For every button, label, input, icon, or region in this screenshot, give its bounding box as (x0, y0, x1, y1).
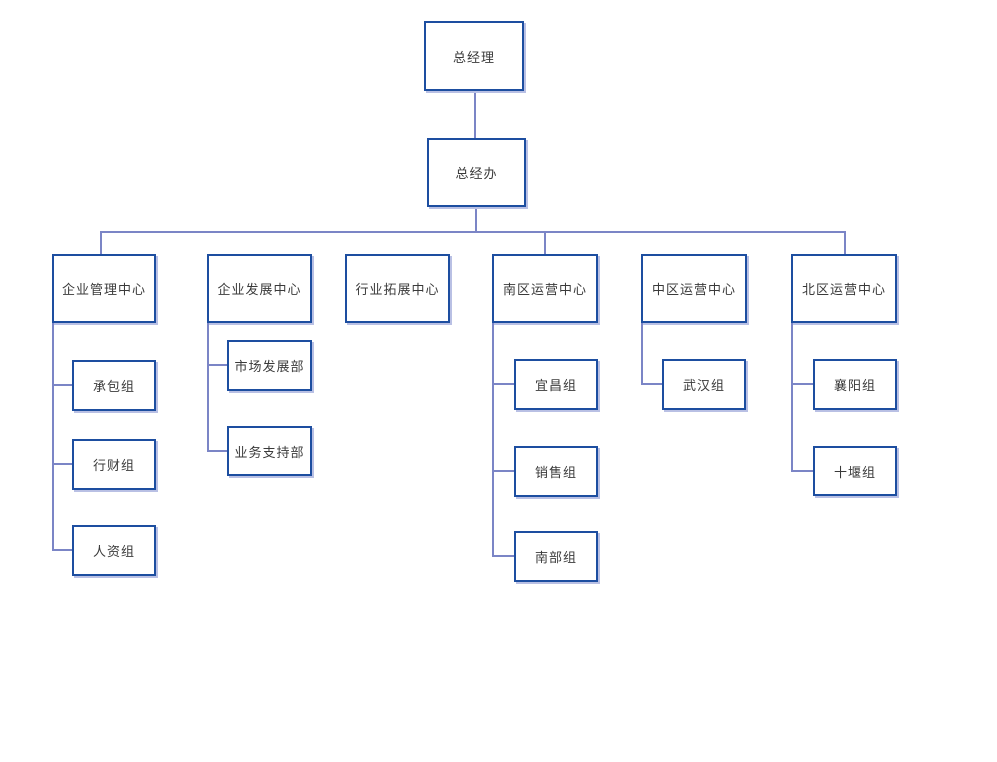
connector-stub-6-1 (791, 383, 813, 385)
connector-trunk-center-2 (207, 323, 209, 452)
connector-trunk-center-4 (492, 323, 494, 557)
org-node-center-5[interactable]: 中区运营中心 (641, 254, 747, 323)
connector-stub-1-3 (52, 549, 72, 551)
connector-drop-center-1 (100, 231, 102, 255)
org-node-child-4-1[interactable]: 宜昌组 (514, 359, 598, 410)
org-node-label: 襄阳组 (833, 379, 876, 394)
org-node-center-2[interactable]: 企业发展中心 (207, 254, 312, 323)
org-node-child-6-1[interactable]: 襄阳组 (813, 359, 897, 410)
org-node-center-4[interactable]: 南区运营中心 (492, 254, 598, 323)
org-node-root[interactable]: 总经理 (424, 21, 524, 91)
org-node-child-1-1[interactable]: 承包组 (72, 360, 156, 411)
org-node-label: 业务支持部 (234, 445, 305, 461)
org-node-child-1-3[interactable]: 人资组 (72, 525, 156, 576)
connector-office-to-bus (475, 207, 477, 233)
connector-bus (100, 231, 846, 233)
connector-drop-center-4 (544, 231, 546, 255)
org-node-label: 武汉组 (682, 379, 725, 394)
org-node-label: 销售组 (534, 466, 577, 481)
org-node-center-1[interactable]: 企业管理中心 (52, 254, 156, 323)
connector-stub-6-2 (791, 470, 813, 472)
connector-trunk-center-5 (641, 323, 643, 385)
connector-trunk-center-1 (52, 323, 54, 551)
connector-stub-4-3 (492, 555, 514, 557)
org-node-label: 北区运营中心 (801, 283, 886, 298)
org-node-label: 行业拓展中心 (355, 283, 440, 298)
connector-stub-2-2 (207, 450, 227, 452)
org-node-label: 企业发展中心 (217, 283, 302, 298)
org-node-office[interactable]: 总经办 (427, 138, 526, 207)
connector-stub-4-1 (492, 383, 514, 385)
org-node-child-5-1[interactable]: 武汉组 (662, 359, 746, 410)
org-node-label: 行财组 (92, 459, 135, 474)
org-node-child-6-2[interactable]: 十堰组 (813, 446, 897, 496)
org-node-child-2-2[interactable]: 业务支持部 (227, 426, 312, 476)
org-node-label: 总经理 (452, 50, 495, 66)
org-node-child-4-3[interactable]: 南部组 (514, 531, 598, 582)
connector-root-to-office (474, 91, 476, 138)
org-node-label: 宜昌组 (534, 379, 577, 394)
org-node-label: 市场发展部 (234, 360, 305, 375)
org-node-center-3[interactable]: 行业拓展中心 (345, 254, 450, 323)
org-node-center-6[interactable]: 北区运营中心 (791, 254, 897, 323)
connector-drop-center-6 (844, 231, 846, 255)
org-node-label: 南区运营中心 (502, 283, 587, 298)
org-node-label: 十堰组 (833, 465, 876, 481)
connector-trunk-center-6 (791, 323, 793, 472)
connector-stub-2-1 (207, 364, 227, 366)
connector-stub-1-2 (52, 463, 72, 465)
org-node-label: 企业管理中心 (61, 283, 146, 298)
connector-stub-1-1 (52, 384, 72, 386)
org-node-child-2-1[interactable]: 市场发展部 (227, 340, 312, 391)
org-node-label: 承包组 (92, 380, 135, 395)
org-node-label: 人资组 (92, 545, 135, 560)
connector-stub-5-1 (641, 383, 662, 385)
org-node-child-1-2[interactable]: 行财组 (72, 439, 156, 490)
org-node-label: 中区运营中心 (651, 283, 736, 298)
org-node-child-4-2[interactable]: 销售组 (514, 446, 598, 497)
connector-stub-4-2 (492, 470, 514, 472)
org-node-label: 总经办 (455, 167, 498, 182)
org-node-label: 南部组 (534, 551, 577, 566)
